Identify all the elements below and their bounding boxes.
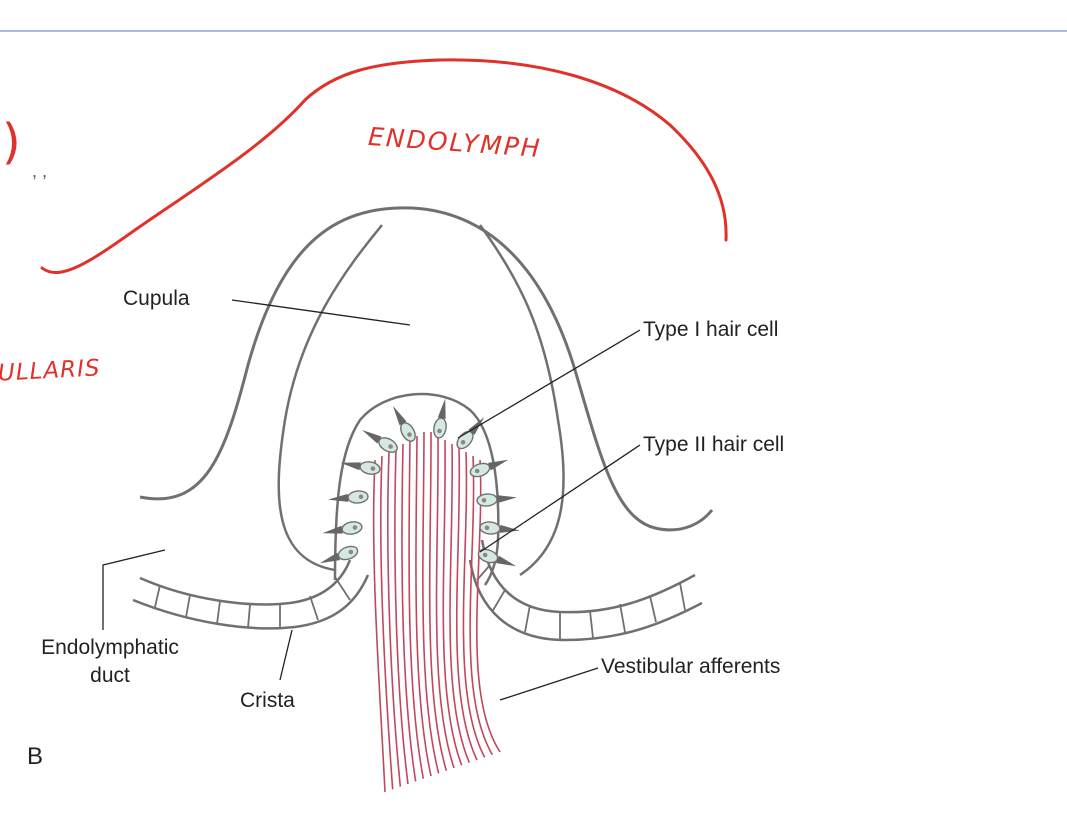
type1-hair-cell-label: Type I hair cell [643, 319, 778, 340]
stray-mark: , , [32, 162, 47, 180]
hair-cell-body [469, 461, 492, 479]
epithelium-cell-wall [492, 590, 505, 612]
type2-hair-cell-label: Type II hair cell [643, 434, 784, 455]
hair-cell [318, 544, 360, 569]
endolymph-annotation-curve [42, 60, 726, 273]
type1-leader [458, 330, 640, 438]
endolymphatic-duct-bracket [103, 550, 165, 630]
epithelium-cell-wall [186, 595, 190, 617]
vestibular-leader [500, 668, 598, 700]
epithelium-right-top [482, 540, 695, 612]
vestibular-afferents-label: Vestibular afferents [601, 656, 780, 677]
vestibular-afferent-fibers [374, 432, 500, 792]
hair-cell [469, 454, 511, 479]
cupula-outer-outline [140, 208, 712, 530]
hair-bundle [496, 556, 518, 570]
cupula-inner-left [279, 225, 382, 570]
hair-cell [321, 520, 362, 539]
crista-leader [280, 630, 292, 680]
epithelium-cell-wall [155, 585, 160, 607]
epithelium-right-cells [477, 565, 685, 640]
hair-cell [388, 403, 418, 444]
hair-cell-body [341, 520, 363, 535]
epithelium-cell-wall [650, 596, 656, 622]
epithelium-right-bottom [470, 560, 702, 640]
hair-cell-body [359, 460, 381, 475]
hair-bundle [390, 404, 407, 425]
hair-bundle [318, 553, 340, 567]
epithelium-cell-wall [525, 605, 530, 632]
epithelium-left-bottom [133, 575, 368, 628]
ampullaris-handwritten-text: ULLARIS [0, 357, 101, 385]
endolymphatic-duct-line2: duct [0, 665, 220, 686]
epithelium-cell-wall [680, 583, 685, 610]
epithelium-cell-wall [248, 605, 250, 628]
hair-cell [339, 457, 380, 476]
crista-label: Crista [240, 690, 295, 711]
hair-cell-body [432, 417, 447, 439]
hair-cell [359, 425, 400, 455]
hair-cell-body [477, 493, 498, 507]
epithelium-cell-wall [217, 601, 220, 624]
hair-bundle [488, 456, 510, 470]
hair-bundle [497, 493, 518, 503]
endolymphatic-duct-label: Endolymphatic duct [0, 637, 220, 686]
hair-cell [328, 490, 369, 505]
cupula-leader [232, 300, 410, 325]
hair-cell-body [337, 544, 360, 562]
epithelium-cell-wall [590, 611, 593, 638]
hair-bundle [322, 526, 343, 537]
epithelium-cell-wall [620, 604, 625, 632]
endolymphatic-duct-line1: Endolymphatic [0, 637, 220, 658]
paren-handwritten-mark: ) [2, 118, 21, 166]
hair-cell-body [348, 490, 369, 504]
panel-letter-label: B [27, 745, 43, 769]
cupula-label: Cupula [123, 288, 190, 309]
hair-bundle [500, 525, 521, 535]
hair-cell [432, 397, 451, 438]
epithelium-cell-wall [335, 577, 350, 600]
hair-bundle [438, 398, 449, 419]
epithelium-cell-wall [310, 596, 318, 620]
hair-bundle [360, 427, 381, 444]
